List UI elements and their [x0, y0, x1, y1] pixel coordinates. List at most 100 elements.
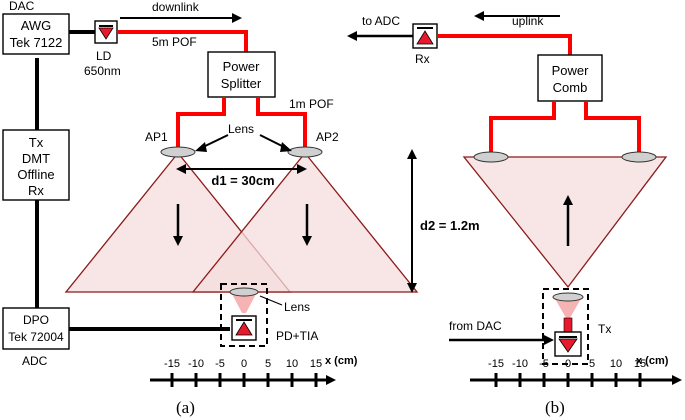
tx-label-4: Rx — [28, 183, 44, 198]
splitter-label-1: Power — [223, 59, 261, 74]
splitter-label-2: Splitter — [221, 76, 262, 91]
x-axis-b-tick-label: -5 — [539, 358, 549, 370]
x-axis-a-tick-label: -15 — [164, 358, 180, 370]
x-axis-a-tick-label: -5 — [215, 358, 225, 370]
d2-arrowhead-top — [407, 149, 417, 159]
ap2-label: AP2 — [316, 130, 339, 144]
pd-tia-label: PD+TIA — [276, 329, 318, 343]
x-axis-a-tick-label: 10 — [286, 358, 298, 370]
lens-top-label: Lens — [228, 122, 254, 136]
receiver-dashed-frame — [220, 283, 268, 347]
ld-label-1: LD — [96, 49, 112, 63]
x-axis-a-tick-label: 5 — [265, 358, 271, 370]
lens-rx-label: Lens — [284, 300, 310, 314]
pof-5m-fiber — [117, 30, 248, 52]
power-splitter-box: Power Splitter — [207, 51, 276, 98]
tx-b-label: Tx — [598, 322, 611, 336]
transmitter-lens-glow — [554, 297, 582, 318]
x-axis-b-ticks: -15 -10 -5 0 5 10 15 — [488, 358, 646, 387]
awg-box: AWG Tek 7122 — [2, 13, 70, 55]
lens-arrowhead-left — [195, 142, 207, 152]
x-axis-b-tick-label: 0 — [565, 358, 571, 370]
from-dac-arrowhead — [544, 335, 554, 345]
ap1-lens-icon — [160, 146, 196, 158]
awg-label-1: AWG — [21, 18, 52, 33]
x-axis-a-ticks: -15 -10 -5 0 5 10 15 — [164, 358, 322, 387]
x-axis-a-tick-label: 15 — [310, 358, 322, 370]
uplink-beam-cone — [462, 156, 668, 289]
rx-lens-right-icon — [621, 151, 657, 163]
comb-label-1: Power — [552, 63, 590, 78]
x-axis-b-unit: x (cm) — [636, 355, 669, 367]
panel-b: to ADC Rx uplink Power Comb — [347, 11, 682, 417]
uplink-up-arrowhead — [563, 195, 573, 205]
dac-label: DAC — [9, 0, 35, 13]
uplink-fiber — [437, 34, 572, 55]
tx-label-2: DMT — [22, 151, 50, 166]
d2-label: d2 = 1.2m — [420, 218, 480, 233]
d1-label: d1 = 30cm — [211, 173, 274, 188]
to-adc-label: to ADC — [362, 14, 400, 28]
ap1-label: AP1 — [145, 130, 168, 144]
transmitter-dashed-frame — [542, 288, 589, 365]
x-axis-a-arrowhead — [326, 375, 336, 385]
pof-1m-fiber-ap1 — [176, 97, 226, 148]
rx-lens-left-icon — [473, 151, 509, 163]
lens-rx-pointer — [259, 295, 283, 306]
x-axis-b-tick-label: 10 — [610, 358, 622, 370]
pof-1m-fiber-ap2 — [256, 97, 307, 148]
comb-label-2: Comb — [553, 80, 588, 95]
downlink-label: downlink — [152, 0, 200, 14]
x-axis-b-tick-label: 15 — [634, 358, 646, 370]
ap2-lens-icon — [287, 146, 323, 158]
downlink-arrowhead — [232, 13, 242, 23]
transmitter-lens-icon — [552, 292, 584, 302]
x-axis-b-tick-label: 5 — [589, 358, 595, 370]
power-comb-box: Power Comb — [537, 54, 603, 102]
laser-diode-icon — [94, 20, 118, 44]
tx-label-3: Offline — [17, 167, 54, 182]
to-adc-arrowhead — [347, 31, 357, 41]
x-axis-b-arrowhead — [672, 375, 682, 385]
caption-a: (a) — [176, 398, 195, 417]
receiver-lens-glow — [231, 292, 257, 313]
dpo-label-2: Tek 72004 — [8, 330, 64, 344]
ld-label-2: 650nm — [84, 64, 121, 78]
from-dac-label: from DAC — [449, 319, 502, 333]
d1-arrowhead-left — [176, 164, 186, 174]
x-axis-b-tick-label: -10 — [512, 358, 528, 370]
photodiode-triangle — [235, 321, 253, 336]
uplink-arrowhead — [474, 11, 484, 21]
x-axis-a: x (cm) — [150, 355, 358, 385]
dpo-label-1: DPO — [23, 313, 49, 327]
lens-arrowhead-right — [280, 142, 292, 152]
ap2-down-arrowhead — [302, 236, 312, 246]
pof-5m-label: 5m POF — [152, 35, 197, 49]
uplink-label: uplink — [512, 14, 544, 28]
x-axis-a-unit: x (cm) — [325, 355, 358, 367]
awg-label-2: Tek 7122 — [10, 35, 63, 50]
transmitter-assembly — [542, 288, 589, 365]
panel-a: DAC AWG Tek 7122 LD 650nm downlink 5m PO… — [2, 0, 480, 417]
transmitter-led-triangle — [558, 338, 578, 353]
x-axis-b-tick-label: -15 — [488, 358, 504, 370]
adc-label: ADC — [22, 354, 48, 368]
rx-label: Rx — [415, 52, 430, 66]
tx-dmt-offline-box: Tx DMT Offline Rx — [2, 129, 70, 201]
comb-fiber-right — [584, 101, 641, 153]
dpo-box: DPO Tek 72004 — [2, 307, 70, 350]
transmitter-led-stem — [563, 317, 573, 333]
d1-arrowhead-right — [297, 164, 307, 174]
d2-arrowhead-bottom — [407, 283, 417, 293]
pof-1m-label: 1m POF — [289, 97, 334, 111]
receiver-lens-icon — [229, 287, 259, 297]
x-axis-a-tick-label: -10 — [188, 358, 204, 370]
caption-b: (b) — [545, 398, 565, 417]
ap2-beam-cone — [191, 151, 419, 293]
ap1-down-arrowhead — [173, 236, 183, 246]
rx-photodiode-icon — [412, 23, 438, 49]
receiver-assembly — [220, 283, 268, 347]
x-axis-a-tick-label: 0 — [241, 358, 247, 370]
tx-label-1: Tx — [29, 135, 44, 150]
